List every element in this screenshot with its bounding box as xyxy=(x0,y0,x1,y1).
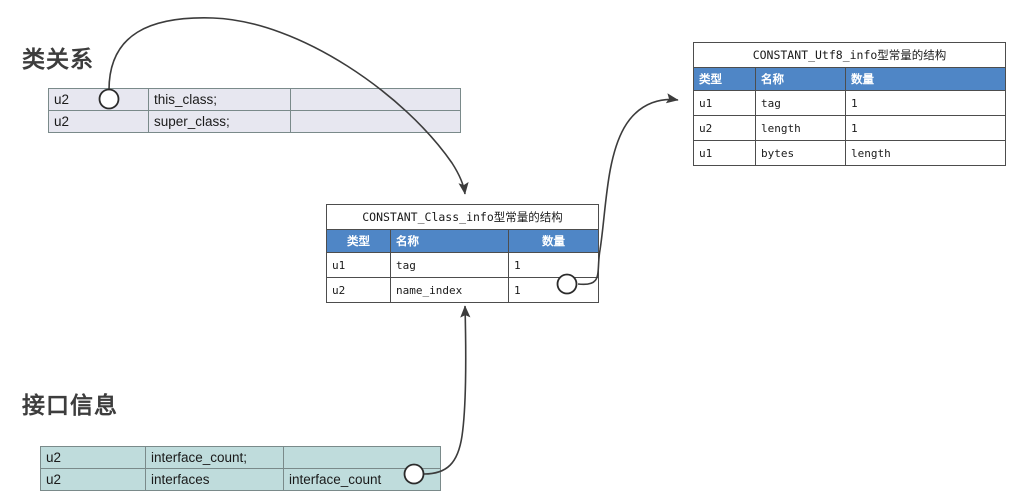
cell-type: u2 xyxy=(48,110,149,133)
table-row: u2 interfaces interface_count xyxy=(40,468,441,491)
section-heading-interface-info: 接口信息 xyxy=(22,392,118,418)
column-header-type: 类型 xyxy=(693,67,756,91)
cell-type: u2 xyxy=(48,88,149,111)
cell-type: u2 xyxy=(326,277,391,303)
column-header-type: 类型 xyxy=(326,229,391,253)
cell-name: name_index xyxy=(390,277,509,303)
cell-count xyxy=(290,88,461,111)
cell-name: this_class; xyxy=(148,88,291,111)
cell-count: 1 xyxy=(507,277,600,303)
cell-type: u2 xyxy=(40,468,146,491)
cell-count xyxy=(283,446,441,469)
cell-type: u2 xyxy=(40,446,146,469)
cell-count: 1 xyxy=(844,90,1007,116)
table-row: u1 tag 1 xyxy=(693,90,1007,116)
constant-utf8-info-table: CONSTANT_Utf8_info型常量的结构 类型 名称 数量 u1 tag… xyxy=(692,42,1007,166)
table-row: u2 interface_count; xyxy=(40,446,441,469)
cell-type: u1 xyxy=(693,140,756,166)
table-row: u2 super_class; xyxy=(48,110,461,133)
cell-count: 1 xyxy=(507,252,600,278)
cell-name: super_class; xyxy=(148,110,291,133)
cell-name: tag xyxy=(390,252,509,278)
cell-count: length xyxy=(844,140,1007,166)
table-row: u2 name_index 1 xyxy=(326,277,600,303)
cell-count: interface_count xyxy=(283,468,441,491)
cell-name: length xyxy=(755,115,846,141)
cell-name: bytes xyxy=(755,140,846,166)
table-title: CONSTANT_Utf8_info型常量的结构 xyxy=(692,42,1007,68)
table-title: CONSTANT_Class_info型常量的结构 xyxy=(325,204,600,230)
table-row: u2 length 1 xyxy=(693,115,1007,141)
column-header-count: 数量 xyxy=(844,67,1007,91)
cell-name: tag xyxy=(755,90,846,116)
table-row: u1 tag 1 xyxy=(326,252,600,278)
column-header-count: 数量 xyxy=(507,229,600,253)
column-header-name: 名称 xyxy=(755,67,846,91)
table-row: u1 bytes length xyxy=(693,140,1007,166)
column-header-name: 名称 xyxy=(390,229,509,253)
cell-name: interface_count; xyxy=(145,446,284,469)
cell-name: interfaces xyxy=(145,468,284,491)
table-title-row: CONSTANT_Class_info型常量的结构 xyxy=(325,204,600,230)
interface-table: u2 interface_count; u2 interfaces interf… xyxy=(40,446,441,491)
cell-type: u1 xyxy=(693,90,756,116)
table-header-row: 类型 名称 数量 xyxy=(693,67,1007,91)
table-row: u2 this_class; xyxy=(48,88,461,111)
cell-count: 1 xyxy=(844,115,1007,141)
constant-class-info-table: CONSTANT_Class_info型常量的结构 类型 名称 数量 u1 ta… xyxy=(325,204,600,303)
cell-type: u1 xyxy=(326,252,391,278)
table-title-row: CONSTANT_Utf8_info型常量的结构 xyxy=(692,42,1007,68)
section-heading-class-relation: 类关系 xyxy=(22,46,94,72)
class-relation-table: u2 this_class; u2 super_class; xyxy=(48,88,461,133)
cell-count xyxy=(290,110,461,133)
table-header-row: 类型 名称 数量 xyxy=(326,229,600,253)
cell-type: u2 xyxy=(693,115,756,141)
